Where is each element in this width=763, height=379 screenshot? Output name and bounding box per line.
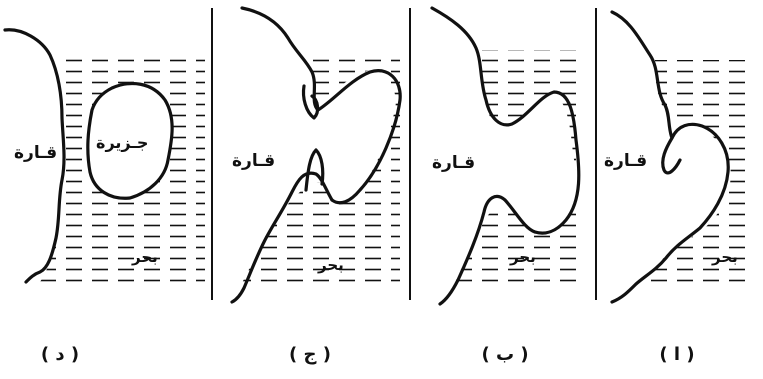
panel-a-coastline [610, 10, 730, 304]
panel-b-coastline-upper [430, 6, 581, 235]
panel-c-caption: ( ج ) [289, 344, 331, 365]
panel-c: قـارة بحر ( ج ) [230, 6, 402, 365]
panel-d-island-label: جـزيرة [96, 133, 148, 152]
panel-a-caption: ( ا ) [659, 344, 694, 365]
panel-c-coastline-upper [240, 6, 402, 205]
panel-a-sea-label: بحر [711, 248, 738, 266]
panel-b-sea [450, 50, 585, 290]
panel-a-land-label: قـارة [604, 151, 647, 171]
panel-c-land-label: قـارة [232, 151, 275, 171]
panel-d-coastline [3, 28, 66, 284]
panel-c-spit-upper [301, 84, 320, 120]
panel-a-sea [640, 60, 750, 285]
panel-c-spit-lower [304, 148, 325, 192]
panel-d: قـارة جـزيرة بحر ( د ) [3, 28, 205, 365]
panel-b-coastline-lower [438, 194, 537, 306]
panel-b: قـارة بحر ( ب ) [430, 6, 585, 365]
panel-a-inlet [661, 136, 682, 175]
panel-d-island [87, 83, 173, 199]
panel-b-sea-label: بحر [509, 248, 536, 266]
panel-b-caption: ( ب ) [481, 344, 528, 365]
panel-d-land-label: قـارة [14, 143, 57, 163]
panel-d-caption: ( د ) [41, 344, 79, 365]
panel-c-sea [238, 55, 400, 290]
panel-c-coastline-lower [230, 171, 334, 304]
panel-d-sea-label: بحر [131, 248, 158, 266]
panel-d-island-coastline [86, 81, 174, 200]
panel-b-land-label: قـارة [432, 153, 475, 173]
panel-a: قـارة بحر ( ا ) [604, 10, 750, 365]
panel-c-sea-label: بحر [317, 256, 344, 274]
